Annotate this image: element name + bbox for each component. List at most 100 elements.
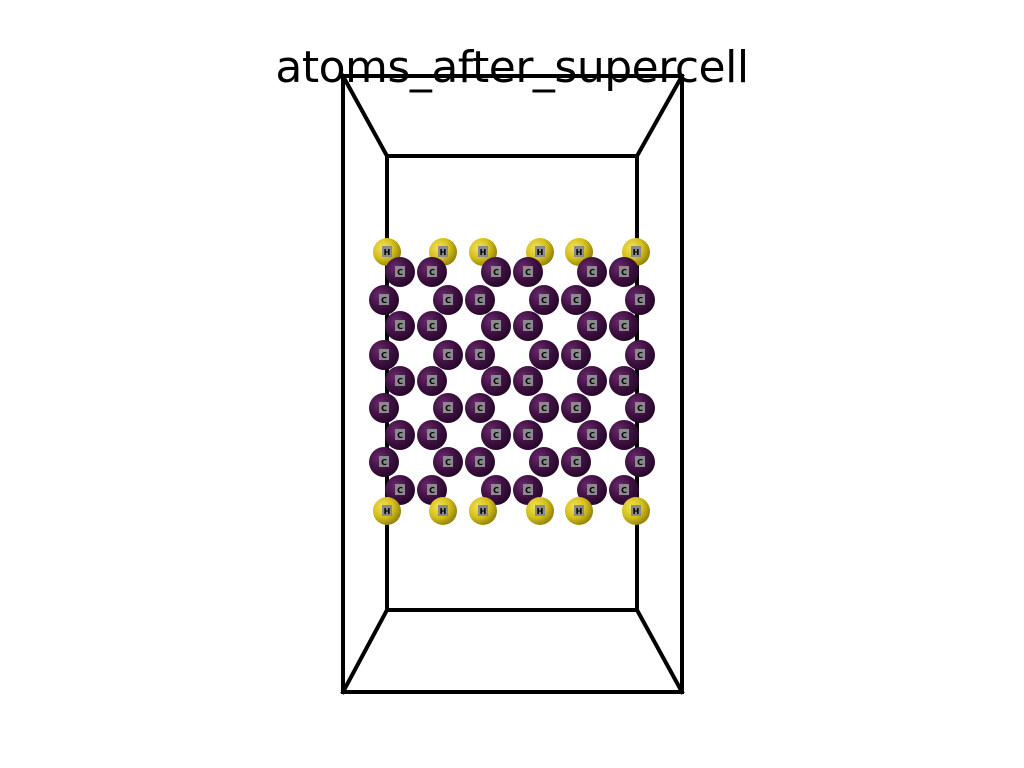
atom-label-box (571, 349, 581, 360)
hydrogen-atom: H (373, 497, 401, 525)
atom-label-box (443, 294, 453, 305)
atom-label-box (438, 505, 448, 516)
atom-label: C (445, 351, 451, 360)
atom-label-box (635, 349, 645, 360)
atom-label: C (541, 458, 547, 467)
atom-label-box (478, 246, 488, 257)
atom-label-box (379, 402, 389, 413)
atom-label-box (443, 402, 453, 413)
carbon-atom: C (625, 447, 655, 477)
carbon-atom: C (609, 257, 639, 287)
atom-label-box (535, 246, 545, 257)
carbon-atom: C (577, 420, 607, 450)
hydrogen-atom: H (565, 497, 593, 525)
atom-label-box (631, 505, 641, 516)
carbon-atom: C (417, 257, 447, 287)
atom-label: C (621, 322, 627, 331)
atom-label-box (571, 294, 581, 305)
atom-label-box (443, 456, 453, 467)
carbon-atom: C (609, 420, 639, 450)
atom-label: H (576, 248, 583, 257)
atom-label-box (539, 456, 549, 467)
atom-label-box (619, 484, 629, 495)
atom-label: C (445, 404, 451, 413)
carbon-atom: C (561, 285, 591, 315)
carbon-atom: C (561, 393, 591, 423)
carbon-atom: C (529, 285, 559, 315)
atom-label: C (525, 268, 531, 277)
carbon-atom: C (529, 393, 559, 423)
atom-label: C (573, 404, 579, 413)
atom-label: C (429, 486, 435, 495)
atom-label: C (429, 377, 435, 386)
atom-label-box (571, 402, 581, 413)
carbon-atom: C (433, 447, 463, 477)
atom-label-box (539, 402, 549, 413)
carbon-atom: C (369, 340, 399, 370)
carbon-atom: C (481, 257, 511, 287)
carbon-atom: C (561, 340, 591, 370)
atom-label: C (525, 486, 531, 495)
carbon-atom: C (433, 393, 463, 423)
carbon-atom: C (385, 475, 415, 505)
atom-label-box (523, 429, 533, 440)
atom-label-box (478, 505, 488, 516)
atom-label-box (427, 484, 437, 495)
atom-label-box (539, 294, 549, 305)
atom-label: C (477, 351, 483, 360)
atom-label-box (635, 456, 645, 467)
carbon-atom: C (481, 420, 511, 450)
carbon-atom: C (561, 447, 591, 477)
atom-label: C (637, 296, 643, 305)
atom-label-box (395, 266, 405, 277)
carbon-atom: C (609, 366, 639, 396)
carbon-atom: C (481, 311, 511, 341)
carbon-atom: C (513, 257, 543, 287)
atom-label: C (637, 351, 643, 360)
atom-label: C (429, 322, 435, 331)
carbon-atom: C (369, 285, 399, 315)
atom-label-box (427, 429, 437, 440)
atom-label: C (477, 458, 483, 467)
atom-label-box (395, 320, 405, 331)
atom-label: H (633, 507, 640, 516)
atom-label-box (619, 429, 629, 440)
atom-label: C (573, 351, 579, 360)
atom-label: H (440, 248, 447, 257)
atom-label-box (523, 266, 533, 277)
atom-label-box (427, 320, 437, 331)
atom-label-box (587, 375, 597, 386)
carbon-atom: C (433, 340, 463, 370)
atom-label: C (381, 351, 387, 360)
atom-label: C (493, 486, 499, 495)
atom-label-box (491, 320, 501, 331)
atom-label-box (635, 294, 645, 305)
carbon-atom: C (577, 366, 607, 396)
atom-label: C (397, 322, 403, 331)
atom-label: C (621, 486, 627, 495)
atom-label: C (493, 377, 499, 386)
atom-label: C (397, 431, 403, 440)
atom-label-box (491, 266, 501, 277)
carbon-atom: C (609, 311, 639, 341)
carbon-atom: C (513, 420, 543, 450)
hydrogen-atom: H (526, 497, 554, 525)
atom-label-box (491, 429, 501, 440)
carbon-atom: C (481, 475, 511, 505)
atom-label: H (480, 248, 487, 257)
atom-label-box (571, 456, 581, 467)
atom-label-box (382, 246, 392, 257)
atom-label: C (381, 296, 387, 305)
atom-label: C (541, 404, 547, 413)
carbon-atom: C (465, 285, 495, 315)
atom-label: C (573, 296, 579, 305)
atom-label: C (477, 404, 483, 413)
carbon-atom: C (385, 366, 415, 396)
atom-label-box (635, 402, 645, 413)
atom-label: C (493, 322, 499, 331)
atom-label: C (589, 268, 595, 277)
atom-label: C (445, 458, 451, 467)
